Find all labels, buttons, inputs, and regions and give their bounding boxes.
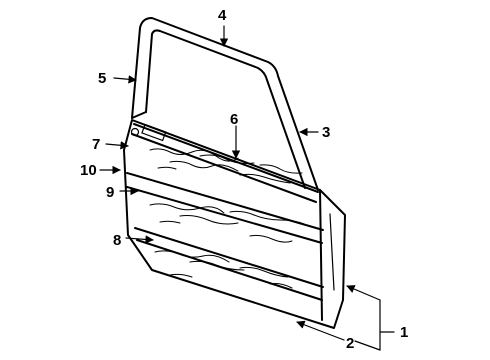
lower-trim-strip [134, 227, 324, 301]
callout-10: 10 [80, 162, 97, 179]
callout-6: 6 [230, 111, 238, 128]
callout-8: 8 [113, 232, 121, 249]
callout-7: 7 [92, 136, 100, 153]
callout-3: 3 [322, 124, 330, 141]
belt-molding [131, 123, 319, 203]
callout-5: 5 [98, 70, 106, 87]
callout-2: 2 [346, 335, 354, 352]
callout-1: 1 [400, 324, 408, 341]
callout-labels: 4 5 3 6 7 10 9 8 1 2 [80, 7, 408, 352]
outer-panel [123, 119, 346, 329]
wood-grain [149, 148, 305, 289]
callout-9: 9 [106, 184, 114, 201]
leader-lines [99, 25, 395, 351]
callout-4: 4 [218, 7, 227, 24]
window-frame [131, 17, 319, 191]
door-handle [130, 123, 167, 142]
